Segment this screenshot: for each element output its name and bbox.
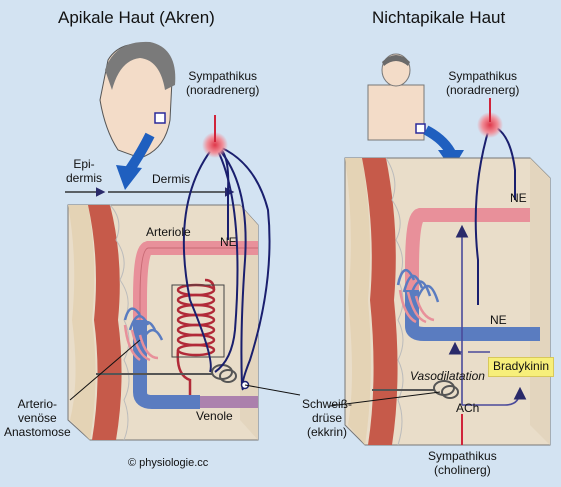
left-head-marker xyxy=(154,112,166,124)
cholinergic-line2: (cholinerg) xyxy=(434,462,491,477)
right-body-marker xyxy=(415,123,426,134)
venole-label: Venole xyxy=(196,409,233,423)
left-sympathetic-ganglion xyxy=(202,132,228,158)
sweat-pointer-left xyxy=(244,384,301,396)
bradykinin-label: Bradykinin xyxy=(488,357,555,377)
right-sympathikus-line1: Sympathikus xyxy=(448,69,518,83)
ava-line1: Arterio- xyxy=(17,397,58,411)
ach-label: ACh xyxy=(456,401,480,415)
right-title: Nichtapikale Haut xyxy=(372,8,506,27)
cholinergic-line1: Sympathikus xyxy=(428,449,497,463)
copyright-label: © physiologie.cc xyxy=(128,457,209,469)
right-ne-mid-label: NE xyxy=(490,313,507,327)
arteriole-label: Arteriole xyxy=(146,225,191,239)
left-venule xyxy=(133,320,200,409)
left-sympathikus-line1: Sympathikus xyxy=(188,69,258,83)
right-venule xyxy=(405,290,540,341)
right-arteriole xyxy=(405,208,530,290)
sweat-pointer-right xyxy=(329,391,441,407)
left-sympathikus-label: Sympathikus (noradrenerg) xyxy=(186,69,260,98)
left-sympathikus-line2: (noradrenerg) xyxy=(186,82,260,97)
right-sympathikus-line2: (noradrenerg) xyxy=(446,82,520,97)
right-sympathetic-ganglion xyxy=(477,112,503,138)
right-ne-top-label: NE xyxy=(510,191,527,205)
ava-line2: venöse xyxy=(18,410,57,425)
ava-label: Arterio- venöse Anastomose xyxy=(4,397,71,439)
sweat-line1: Schweiß- xyxy=(302,397,353,411)
ava-line3: Anastomose xyxy=(4,424,71,439)
left-title: Apikale Haut (Akren) xyxy=(58,8,215,27)
sweat-line3: (ekkrin) xyxy=(307,424,348,439)
sweat-line2: drüse xyxy=(311,410,343,425)
vasodilatation-arrows xyxy=(448,224,527,406)
epidermis-label: Epi- dermis xyxy=(66,157,103,186)
cholinergic-label: Sympathikus (cholinerg) xyxy=(428,449,497,478)
right-sweat-gland xyxy=(372,380,459,399)
dermis-label: Dermis xyxy=(152,172,190,186)
right-capillary-loops xyxy=(396,269,440,303)
epidermis-line1: Epi- xyxy=(73,157,95,171)
sweat-gland-label: Schweiß- drüse (ekkrin) xyxy=(302,397,353,439)
epidermis-line2: dermis xyxy=(66,170,103,185)
ava-pointer xyxy=(69,339,141,401)
right-person xyxy=(367,53,426,141)
left-ne-label: NE xyxy=(220,235,237,249)
vasodilatation-label: Vasodilatation xyxy=(410,369,485,383)
left-head xyxy=(99,41,176,159)
right-sympathikus-label: Sympathikus (noradrenerg) xyxy=(446,69,520,98)
